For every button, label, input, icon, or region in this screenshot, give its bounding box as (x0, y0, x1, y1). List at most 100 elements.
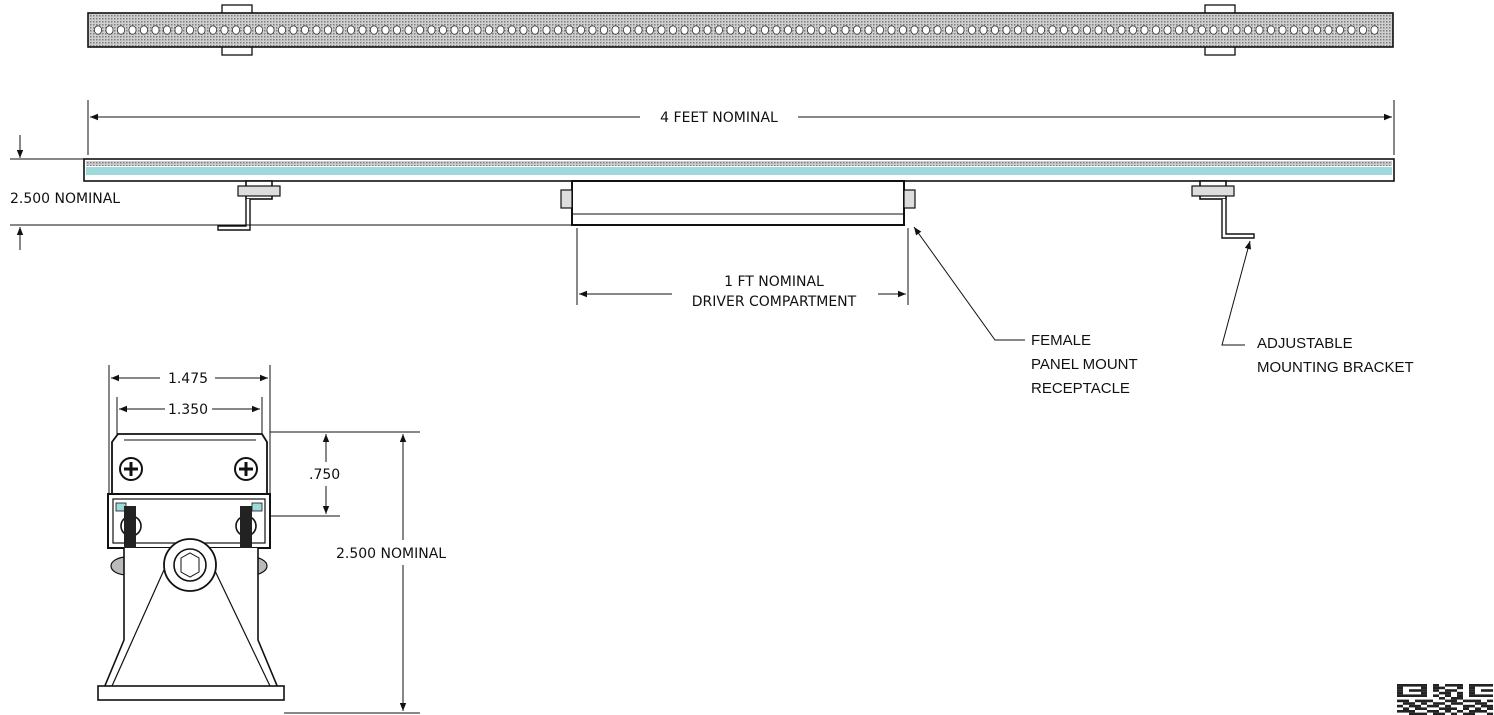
led-dot (1152, 25, 1161, 35)
led-dot (266, 25, 275, 35)
led-dot (692, 25, 701, 35)
driver-label-line1: 1 FT NOMINAL (724, 274, 824, 290)
led-dot (369, 25, 378, 35)
led-dot (933, 25, 942, 35)
side-view: 4 FEET NOMINAL 2.500 NOMINAL (10, 100, 1414, 397)
led-dot (818, 25, 827, 35)
led-dot (922, 25, 931, 35)
driver-label-line2: DRIVER COMPARTMENT (692, 294, 857, 310)
led-dot (1106, 25, 1115, 35)
side-lens (86, 167, 1392, 175)
led-dot (427, 25, 436, 35)
receptacle-label-3: RECEPTACLE (1031, 380, 1130, 397)
bracket-leader (1221, 240, 1252, 346)
pivot-nut-inner (173, 548, 207, 582)
led-dot (623, 25, 632, 35)
led-dot (1347, 25, 1356, 35)
bolt-left (124, 506, 136, 558)
led-dot (1163, 25, 1172, 35)
led-dot (346, 25, 355, 35)
led-dot (1209, 25, 1218, 35)
led-dot (1255, 25, 1264, 35)
led-dot (1025, 25, 1034, 35)
led-dot (358, 25, 367, 35)
led-dot (473, 25, 482, 35)
led-dot (1071, 25, 1080, 35)
led-dot (1037, 25, 1046, 35)
led-dot (531, 25, 540, 35)
led-dot (1002, 25, 1011, 35)
led-dot (657, 25, 666, 35)
led-dot (807, 25, 816, 35)
led-dot (784, 25, 793, 35)
led-dot (1117, 25, 1126, 35)
led-dot (1244, 25, 1253, 35)
side-bracket-left (217, 180, 281, 231)
side-led-strip (86, 161, 1392, 166)
bracket-label-1: ADJUSTABLE (1257, 335, 1353, 352)
led-dot (565, 25, 574, 35)
led-dot (738, 25, 747, 35)
led-dot (507, 25, 516, 35)
led-dot (128, 25, 137, 35)
led-dot (415, 25, 424, 35)
inner-width-label: 1.350 (168, 402, 208, 418)
led-dot (254, 25, 263, 35)
led-dot (392, 25, 401, 35)
led-dot (600, 25, 609, 35)
led-dot (312, 25, 321, 35)
receptacle-connector (903, 189, 916, 209)
led-dot (703, 25, 712, 35)
led-dot (1048, 25, 1057, 35)
led-dot (484, 25, 493, 35)
led-dot (761, 25, 770, 35)
led-dot (1267, 25, 1276, 35)
led-dot (300, 25, 309, 35)
receptacle-label-1: FEMALE (1031, 332, 1091, 349)
height-label: 2.500 NOMINAL (10, 191, 120, 207)
led-dot (461, 25, 470, 35)
led-dot (1221, 25, 1230, 35)
led-dot (1359, 25, 1368, 35)
led-dot (680, 25, 689, 35)
led-dot (634, 25, 643, 35)
led-dot (139, 25, 148, 35)
led-dot (726, 25, 735, 35)
receptacle-leader (913, 226, 1025, 341)
led-dot (289, 25, 298, 35)
led-dot (795, 25, 804, 35)
side-bracket-right (1191, 180, 1255, 239)
depth-label: .750 (309, 467, 340, 483)
led-dot (208, 25, 217, 35)
led-dot (151, 25, 160, 35)
led-dot (220, 25, 229, 35)
end-lens-right (251, 502, 263, 512)
led-dot (1094, 25, 1103, 35)
led-dot (1370, 25, 1379, 35)
led-dot (185, 25, 194, 35)
led-dot (1175, 25, 1184, 35)
led-dot (1301, 25, 1310, 35)
led-dot (991, 25, 1000, 35)
led-dot (450, 25, 459, 35)
led-dots (94, 25, 1379, 35)
led-dot (438, 25, 447, 35)
end-bracket-foot (97, 685, 285, 701)
receptacle-label-2: PANEL MOUNT (1031, 356, 1138, 373)
bolt-right (240, 506, 252, 558)
led-dot (519, 25, 528, 35)
led-dot (887, 25, 896, 35)
led-dot (715, 25, 724, 35)
led-dot (404, 25, 413, 35)
led-dot (1083, 25, 1092, 35)
end-height-label: 2.500 NOMINAL (336, 546, 446, 562)
led-dot (646, 25, 655, 35)
led-dot (956, 25, 965, 35)
led-dot (1129, 25, 1138, 35)
led-dot (1324, 25, 1333, 35)
led-dot (554, 25, 563, 35)
bracket-label-2: MOUNTING BRACKET (1257, 359, 1414, 376)
led-dot (1140, 25, 1149, 35)
led-dot (1278, 25, 1287, 35)
